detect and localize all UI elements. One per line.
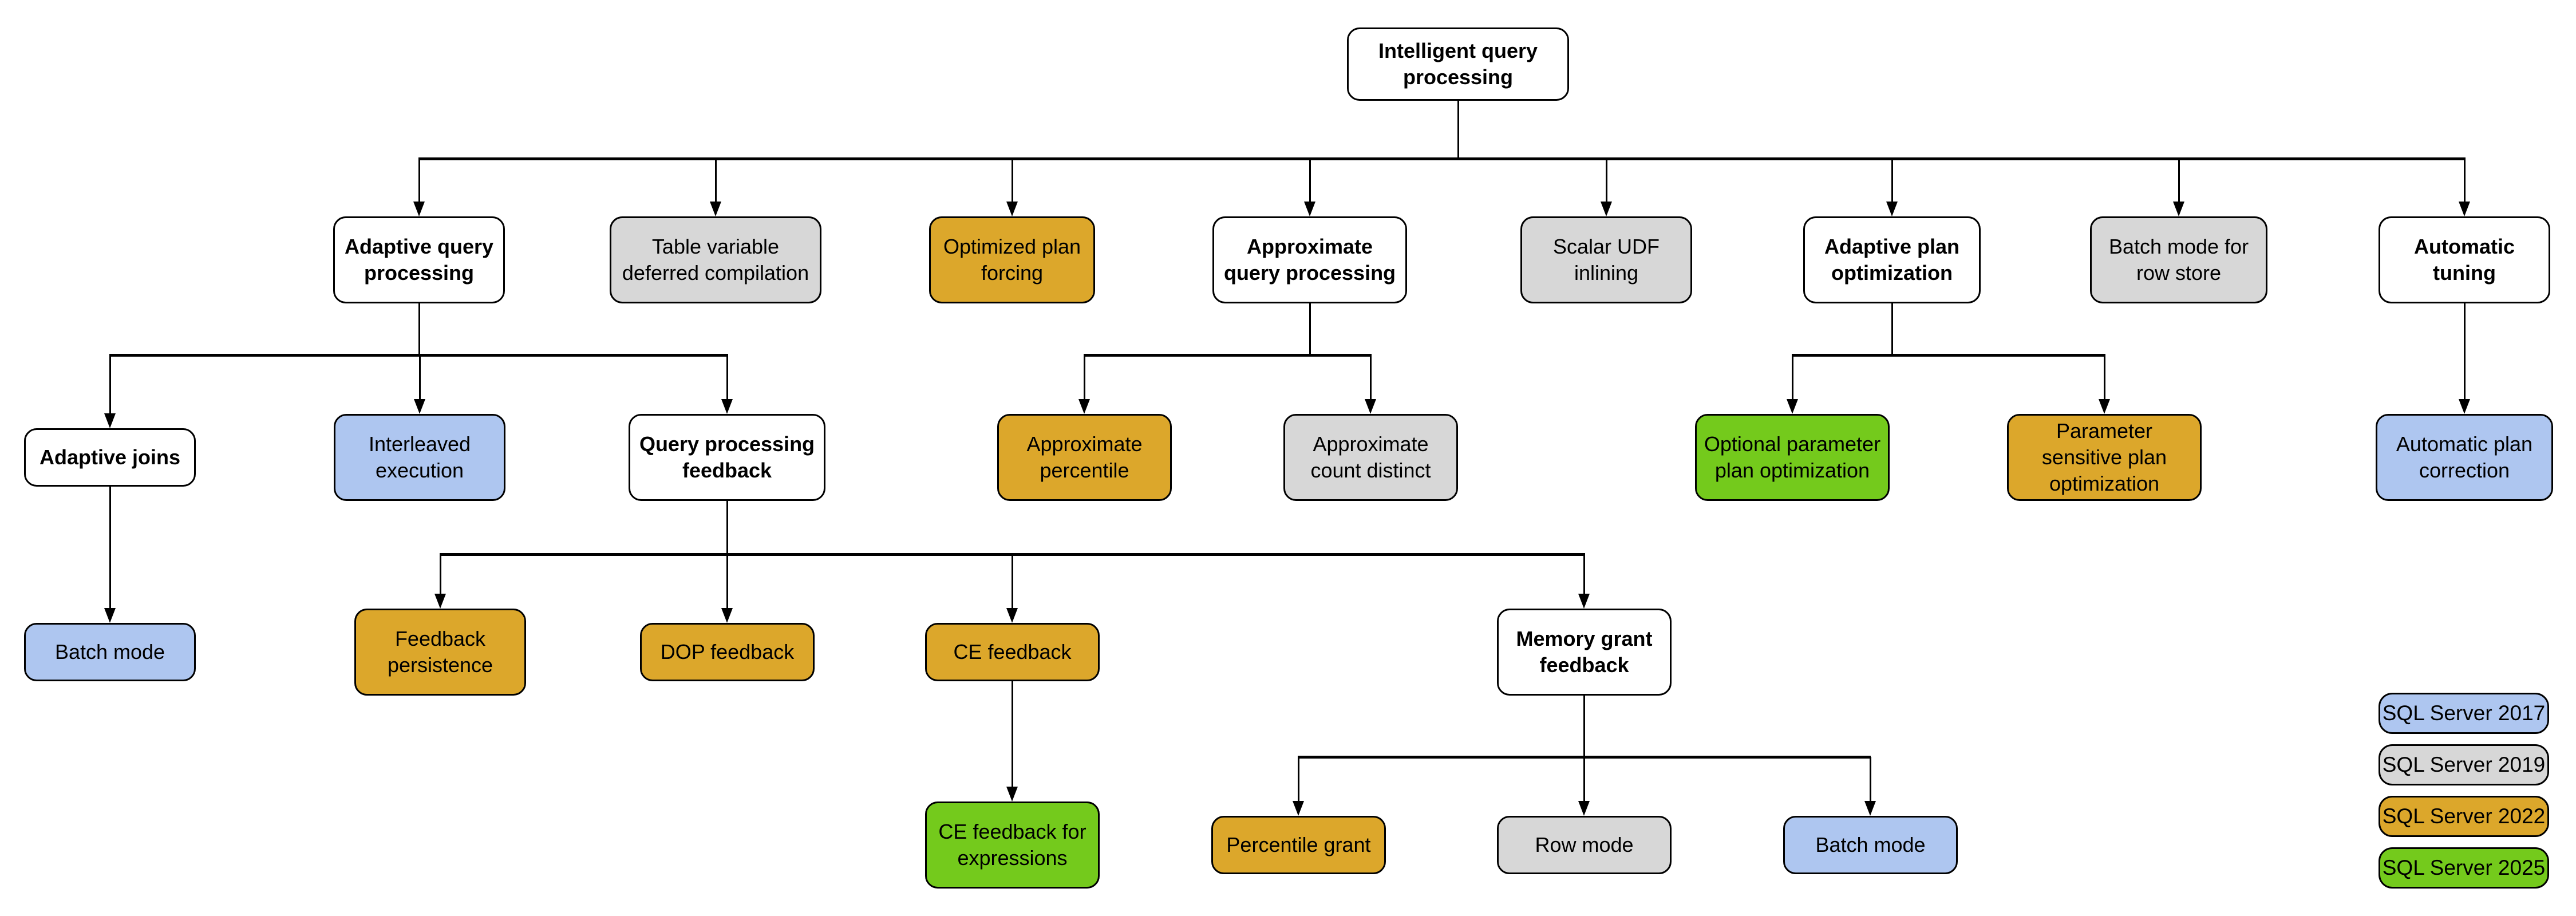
node-dop-feedback: DOP feedback bbox=[640, 623, 815, 681]
arrowhead bbox=[1578, 594, 1590, 609]
arrowhead bbox=[721, 399, 733, 414]
connector-drop bbox=[1583, 554, 1585, 595]
node-automatic-tuning: Automatic tuning bbox=[2379, 216, 2550, 303]
node-feedback-persistence: Feedback persistence bbox=[354, 609, 526, 696]
connector-drop bbox=[1012, 159, 1013, 203]
connector-drop bbox=[1870, 757, 1871, 802]
connector-bus bbox=[1792, 354, 2105, 357]
node-adaptive-query-processing: Adaptive query processing bbox=[333, 216, 505, 303]
node-interleaved-execution: Interleaved execution bbox=[334, 414, 505, 501]
node-ce-feedback: CE feedback bbox=[925, 623, 1100, 681]
connector-drop bbox=[1298, 757, 1299, 802]
node-approximate-count-distinct: Approximate count distinct bbox=[1283, 414, 1458, 501]
connector-drop bbox=[1012, 554, 1013, 609]
arrowhead bbox=[1006, 608, 1018, 623]
connector-stem bbox=[1309, 303, 1311, 356]
connector-drop bbox=[440, 554, 441, 595]
connector-stem bbox=[726, 501, 728, 555]
arrowhead bbox=[1304, 202, 1315, 216]
arrowhead bbox=[1365, 399, 1376, 414]
connector-drop bbox=[726, 554, 728, 609]
connector-drop bbox=[1792, 355, 1793, 400]
node-approximate-percentile: Approximate percentile bbox=[997, 414, 1172, 501]
node-ce-feedback-for-expressions: CE feedback for expressions bbox=[925, 802, 1100, 889]
connector-drop bbox=[2104, 355, 2105, 400]
node-batch-mode-adaptive-joins: Batch mode bbox=[24, 623, 196, 681]
node-automatic-plan-correction: Automatic plan correction bbox=[2376, 414, 2553, 501]
node-optional-parameter-plan-optimization: Optional parameter plan optimization bbox=[1695, 414, 1890, 501]
connector-drop bbox=[2178, 159, 2180, 203]
connector-drop bbox=[109, 355, 111, 414]
arrowhead bbox=[1578, 801, 1590, 816]
arrowhead bbox=[2459, 202, 2470, 216]
connector-drop bbox=[418, 159, 420, 203]
arrowhead bbox=[1886, 202, 1898, 216]
node-adaptive-joins: Adaptive joins bbox=[24, 428, 196, 487]
connector-stem bbox=[1891, 303, 1893, 356]
arrowhead bbox=[1787, 399, 1798, 414]
connector-stem bbox=[418, 303, 420, 356]
connector-drop bbox=[2464, 159, 2466, 203]
node-intelligent-query-processing: Intelligent query processing bbox=[1347, 27, 1569, 101]
node-percentile-grant: Percentile grant bbox=[1211, 816, 1386, 874]
arrowhead bbox=[1293, 801, 1304, 816]
node-row-mode: Row mode bbox=[1497, 816, 1672, 874]
connector-drop bbox=[419, 355, 421, 400]
arrowhead bbox=[1864, 801, 1876, 816]
connector-drop bbox=[1891, 159, 1893, 203]
connector-drop bbox=[1012, 681, 1013, 788]
arrowhead bbox=[1078, 399, 1090, 414]
connector-root-stem bbox=[1457, 101, 1459, 159]
connector-drop bbox=[1606, 159, 1607, 203]
arrowhead bbox=[1006, 787, 1018, 802]
connector-drop bbox=[1583, 757, 1585, 802]
connector-drop bbox=[1370, 355, 1372, 400]
connector-bus-level2 bbox=[418, 157, 2466, 160]
arrowhead bbox=[2099, 399, 2110, 414]
connector-bus bbox=[109, 354, 728, 357]
arrowhead bbox=[434, 594, 446, 609]
node-batch-mode-memory-grant: Batch mode bbox=[1783, 816, 1958, 874]
node-memory-grant-feedback: Memory grant feedback bbox=[1497, 609, 1672, 696]
arrowhead bbox=[1006, 202, 1018, 216]
legend-sql-server-2017: SQL Server 2017 bbox=[2379, 693, 2549, 734]
connector-drop bbox=[109, 487, 111, 609]
connector-stem bbox=[1583, 696, 1585, 757]
arrowhead bbox=[413, 202, 425, 216]
arrowhead bbox=[104, 608, 116, 623]
arrowhead bbox=[2459, 399, 2470, 414]
arrowhead bbox=[721, 608, 733, 623]
arrowhead bbox=[1601, 202, 1612, 216]
connector-drop bbox=[726, 355, 728, 400]
node-optimized-plan-forcing: Optimized plan forcing bbox=[929, 216, 1095, 303]
node-scalar-udf-inlining: Scalar UDF inlining bbox=[1520, 216, 1692, 303]
node-adaptive-plan-optimization: Adaptive plan optimization bbox=[1803, 216, 1981, 303]
node-query-processing-feedback: Query processing feedback bbox=[629, 414, 825, 501]
legend-sql-server-2022: SQL Server 2022 bbox=[2379, 796, 2549, 837]
legend-sql-server-2019: SQL Server 2019 bbox=[2379, 744, 2549, 785]
connector-drop bbox=[2464, 303, 2466, 400]
node-parameter-sensitive-plan-optimization: Parameter sensitive plan optimization bbox=[2007, 414, 2202, 501]
connector-drop bbox=[715, 159, 717, 203]
legend-sql-server-2025: SQL Server 2025 bbox=[2379, 847, 2549, 889]
connector-drop bbox=[1309, 159, 1311, 203]
connector-bus bbox=[1084, 354, 1372, 357]
arrowhead bbox=[2173, 202, 2184, 216]
node-table-variable-deferred-compilation: Table variable deferred compilation bbox=[610, 216, 821, 303]
arrowhead bbox=[104, 413, 116, 428]
arrowhead bbox=[710, 202, 721, 216]
node-batch-mode-for-row-store: Batch mode for row store bbox=[2090, 216, 2267, 303]
node-approximate-query-processing: Approximate query processing bbox=[1212, 216, 1407, 303]
arrowhead bbox=[414, 399, 425, 414]
connector-drop bbox=[1084, 355, 1085, 400]
